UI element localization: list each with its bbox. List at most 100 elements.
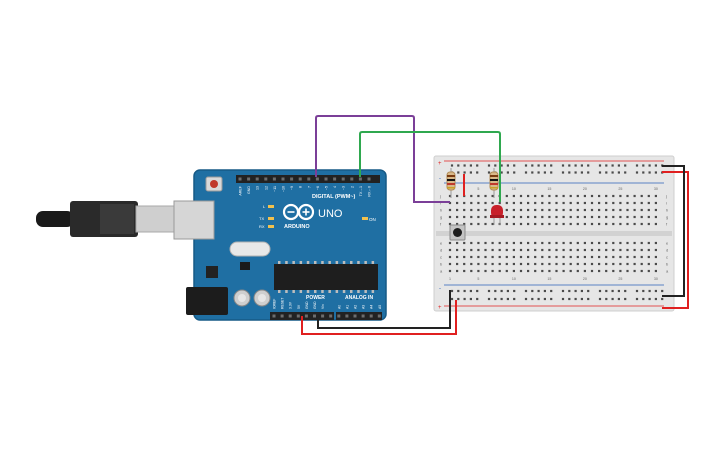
breadboard-hole[interactable] <box>583 208 586 212</box>
breadboard-hole[interactable] <box>617 297 620 301</box>
breadboard-hole[interactable] <box>640 262 643 266</box>
breadboard-hole[interactable] <box>505 222 508 226</box>
bottom-pin-hole[interactable] <box>361 314 365 318</box>
breadboard-hole[interactable] <box>531 297 534 301</box>
breadboard-hole[interactable] <box>477 208 480 212</box>
breadboard-hole[interactable] <box>583 241 586 245</box>
breadboard-hole[interactable] <box>512 269 515 273</box>
breadboard-hole[interactable] <box>633 194 636 198</box>
breadboard-hole[interactable] <box>548 241 551 245</box>
breadboard-hole[interactable] <box>541 215 544 219</box>
breadboard-hole[interactable] <box>543 164 546 167</box>
breadboard-hole[interactable] <box>500 297 503 301</box>
breadboard-hole[interactable] <box>654 194 657 198</box>
breadboard-hole[interactable] <box>548 194 551 198</box>
breadboard-hole[interactable] <box>580 297 583 301</box>
breadboard-hole[interactable] <box>541 241 544 245</box>
breadboard-hole[interactable] <box>463 289 466 293</box>
breadboard-hole[interactable] <box>598 297 602 301</box>
breadboard-hole[interactable] <box>541 194 544 198</box>
bottom-pin-hole[interactable] <box>288 314 292 318</box>
breadboard-hole[interactable] <box>534 215 537 219</box>
breadboard-hole[interactable] <box>654 215 657 219</box>
breadboard-hole[interactable] <box>561 289 565 293</box>
breadboard-hole[interactable] <box>534 248 537 252</box>
digital-pin-hole[interactable] <box>358 177 362 181</box>
breadboard-hole[interactable] <box>617 289 620 293</box>
breadboard-hole[interactable] <box>611 164 614 167</box>
breadboard-hole[interactable] <box>568 164 571 167</box>
breadboard-hole[interactable] <box>506 289 509 293</box>
breadboard-hole[interactable] <box>555 194 558 198</box>
breadboard-hole[interactable] <box>450 164 454 167</box>
breadboard-hole[interactable] <box>463 208 466 212</box>
breadboard-hole[interactable] <box>505 208 508 212</box>
breadboard-hole[interactable] <box>605 164 608 167</box>
breadboard-hole[interactable] <box>498 241 501 245</box>
breadboard-hole[interactable] <box>612 241 615 245</box>
breadboard-hole[interactable] <box>484 269 487 273</box>
breadboard-hole[interactable] <box>583 262 586 266</box>
breadboard-hole[interactable] <box>463 164 466 167</box>
breadboard-hole[interactable] <box>612 255 615 259</box>
breadboard-hole[interactable] <box>519 262 523 266</box>
breadboard-hole[interactable] <box>626 255 629 259</box>
breadboard-hole[interactable] <box>611 171 614 174</box>
breadboard-hole[interactable] <box>576 241 579 245</box>
breadboard-hole[interactable] <box>548 222 551 226</box>
breadboard-hole[interactable] <box>574 171 577 174</box>
breadboard-hole[interactable] <box>534 269 537 273</box>
breadboard-hole[interactable] <box>605 241 608 245</box>
breadboard-hole[interactable] <box>654 262 657 266</box>
breadboard-hole[interactable] <box>463 241 466 245</box>
breadboard-hole[interactable] <box>531 171 534 174</box>
breadboard-hole[interactable] <box>491 201 494 205</box>
breadboard-hole[interactable] <box>463 297 466 301</box>
breadboard-hole[interactable] <box>562 208 565 212</box>
breadboard-hole[interactable] <box>484 241 487 245</box>
breadboard-hole[interactable] <box>555 269 558 273</box>
breadboard-hole[interactable] <box>513 297 516 301</box>
breadboard-hole[interactable] <box>640 215 643 219</box>
breadboard-hole[interactable] <box>605 262 608 266</box>
breadboard-hole[interactable] <box>527 248 530 252</box>
breadboard-hole[interactable] <box>491 262 494 266</box>
breadboard-hole[interactable] <box>519 194 523 198</box>
breadboard-hole[interactable] <box>611 289 614 293</box>
breadboard-hole[interactable] <box>598 222 601 226</box>
breadboard-hole[interactable] <box>642 297 645 301</box>
breadboard-hole[interactable] <box>562 248 565 252</box>
breadboard-hole[interactable] <box>619 255 622 259</box>
breadboard-hole[interactable] <box>457 164 460 167</box>
digital-pin-hole[interactable] <box>298 177 302 181</box>
breadboard-hole[interactable] <box>457 289 460 293</box>
breadboard-hole[interactable] <box>477 241 480 245</box>
breadboard-hole[interactable] <box>590 262 594 266</box>
breadboard-hole[interactable] <box>548 255 551 259</box>
breadboard-hole[interactable] <box>580 289 583 293</box>
breadboard-hole[interactable] <box>569 248 572 252</box>
breadboard-hole[interactable] <box>619 208 622 212</box>
breadboard-hole[interactable] <box>583 201 586 205</box>
breadboard-hole[interactable] <box>569 208 572 212</box>
bottom-pin-hole[interactable] <box>337 314 341 318</box>
breadboard-hole[interactable] <box>640 194 643 198</box>
breadboard-hole[interactable] <box>512 241 515 245</box>
breadboard-hole[interactable] <box>484 262 487 266</box>
breadboard-hole[interactable] <box>598 262 601 266</box>
breadboard-hole[interactable] <box>654 164 657 167</box>
breadboard-hole[interactable] <box>519 241 523 245</box>
breadboard-hole[interactable] <box>512 215 515 219</box>
breadboard-hole[interactable] <box>661 297 664 301</box>
breadboard-hole[interactable] <box>654 248 657 252</box>
breadboard-hole[interactable] <box>619 194 622 198</box>
breadboard-hole[interactable] <box>498 269 501 273</box>
pushbutton[interactable] <box>449 224 466 241</box>
breadboard-hole[interactable] <box>635 289 639 293</box>
breadboard-hole[interactable] <box>498 262 501 266</box>
breadboard-hole[interactable] <box>568 171 571 174</box>
breadboard-hole[interactable] <box>555 222 558 226</box>
breadboard-hole[interactable] <box>494 297 497 301</box>
breadboard-hole[interactable] <box>537 164 540 167</box>
breadboard-hole[interactable] <box>524 164 528 167</box>
